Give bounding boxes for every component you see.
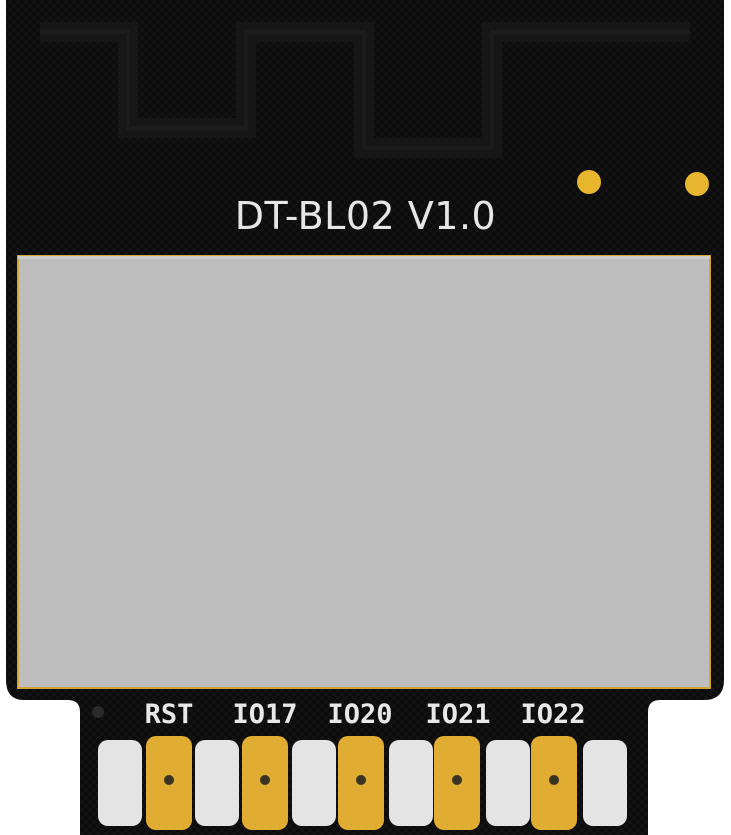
pad-hole xyxy=(260,775,270,785)
pad-hole xyxy=(164,775,174,785)
silver-pad xyxy=(389,740,433,826)
test-point-right xyxy=(685,172,709,196)
board-silkscreen-title: DT-BL02 V1.0 xyxy=(234,194,497,238)
silver-pad xyxy=(486,740,530,826)
pin-label-io20: IO20 xyxy=(327,699,393,730)
pin-label-io21: IO21 xyxy=(425,699,491,730)
pad-hole xyxy=(452,775,462,785)
pad-hole xyxy=(549,775,559,785)
silver-pad xyxy=(98,740,142,826)
pin-label-io22: IO22 xyxy=(520,699,586,730)
test-point-left xyxy=(577,170,601,194)
pad-hole xyxy=(356,775,366,785)
pad-row xyxy=(98,736,627,830)
pin-label-rst: RST xyxy=(144,699,194,730)
rf-shield xyxy=(17,255,711,689)
silver-pad xyxy=(292,740,336,826)
silver-pad xyxy=(195,740,239,826)
silver-pad xyxy=(583,740,627,826)
antenna-trace-edge xyxy=(40,30,690,150)
via-hole xyxy=(92,706,104,718)
pin-label-io17: IO17 xyxy=(232,699,298,730)
